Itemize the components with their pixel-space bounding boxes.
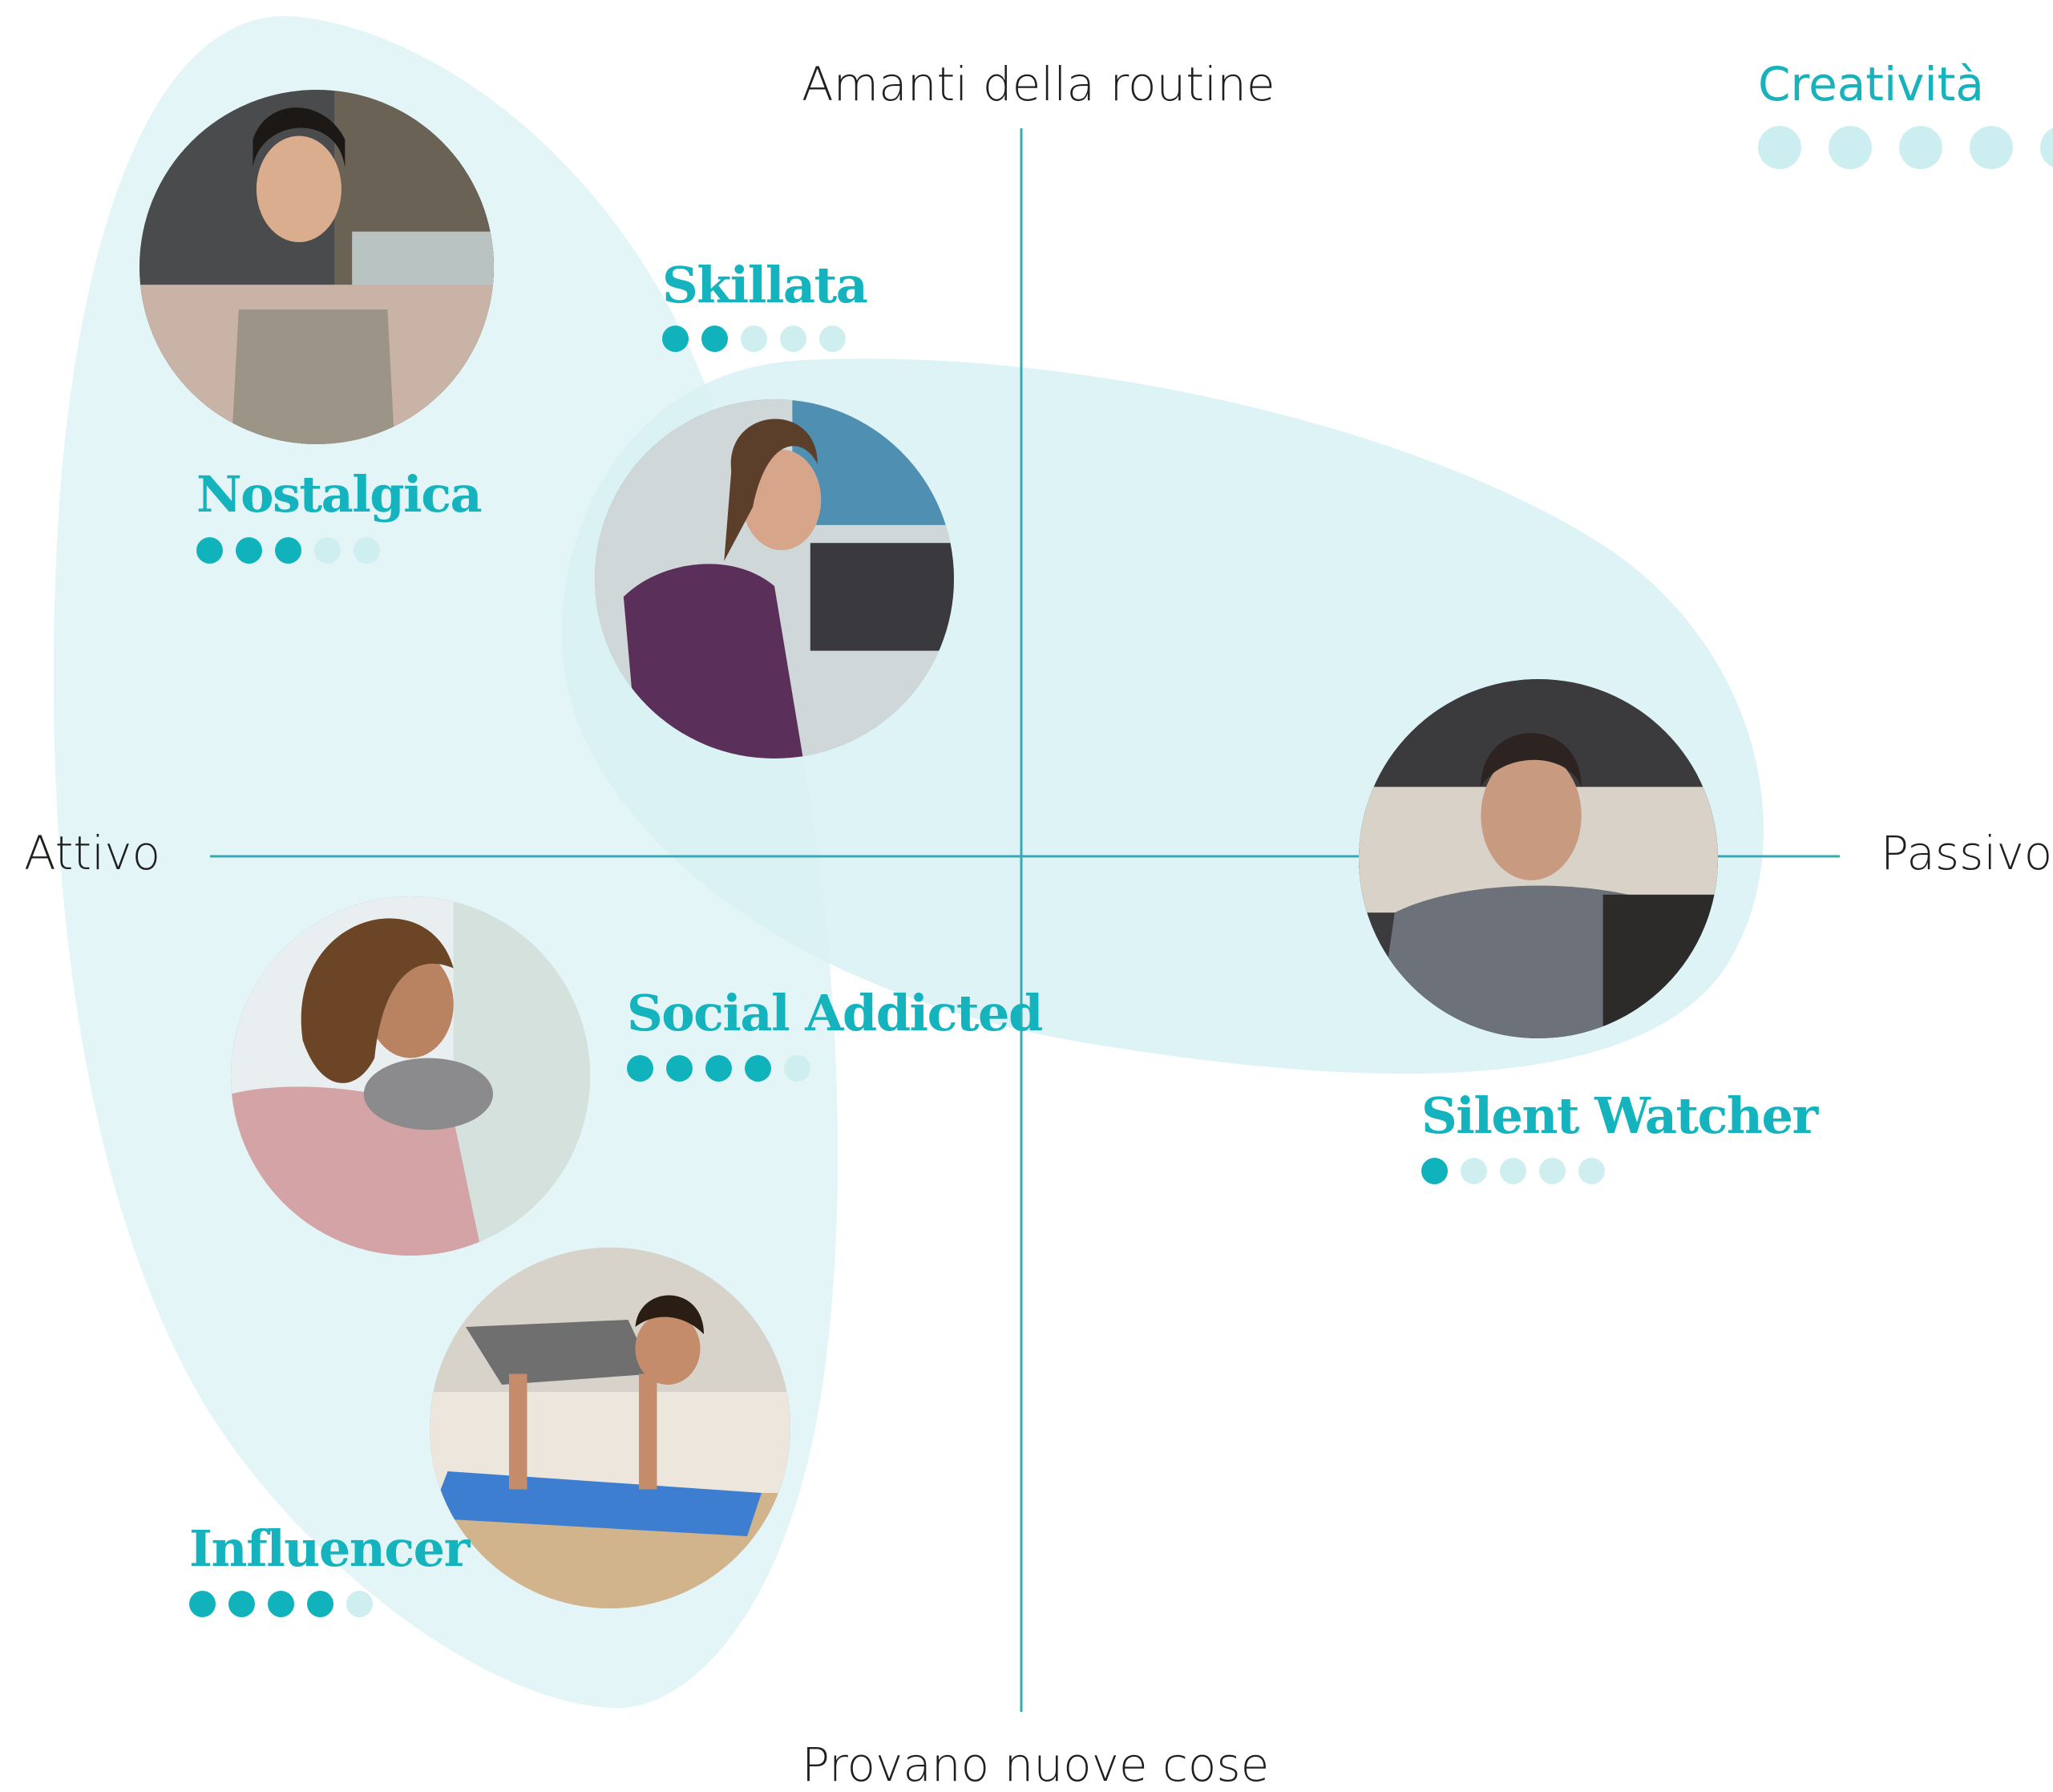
legend-title: Creatività (1758, 57, 1984, 111)
man-pushup-photo (430, 1248, 790, 1608)
rating-dot-empty (1539, 1158, 1566, 1184)
rating-dot-filled (307, 1591, 333, 1617)
rating-dot-filled (189, 1591, 216, 1617)
rating-dot-empty (1500, 1158, 1526, 1184)
creativity-rating-social-addicted (627, 1055, 810, 1082)
rating-dot-filled (268, 1591, 294, 1617)
rating-dot-empty (346, 1591, 373, 1617)
creativity-rating-skillata (662, 326, 846, 352)
legend-dot (1899, 126, 1942, 169)
persona-name-silent-watcher: Silent Watcher (1421, 1086, 1818, 1145)
persona-name-nostalgica: Nostalgica (196, 465, 483, 524)
rating-dot-filled (1421, 1158, 1448, 1184)
rating-dot-filled (745, 1055, 771, 1082)
man-in-bed-photo (1359, 679, 1718, 1038)
rating-dot-empty (819, 326, 846, 352)
legend-dot (1829, 126, 1872, 169)
rating-dot-filled (705, 1055, 732, 1082)
rating-dot-empty (780, 326, 806, 352)
woman-cooking-photo (139, 90, 494, 444)
persona-name-influencer: Influencer (189, 1519, 470, 1578)
rating-dot-filled (196, 537, 223, 564)
legend-scale (1758, 126, 2053, 169)
woman-laughing-photo (231, 896, 590, 1256)
legend-dot (2040, 126, 2053, 169)
creativity-rating-nostalgica (196, 537, 380, 564)
rating-dot-empty (784, 1055, 810, 1082)
legend-dot (1758, 126, 1801, 169)
legend-dot (1970, 126, 2013, 169)
rating-dot-empty (314, 537, 341, 564)
rating-dot-filled (228, 1591, 255, 1617)
axis-label-top: Amanti della routine (802, 57, 1275, 111)
rating-dot-empty (1578, 1158, 1605, 1184)
persona-name-skillata: Skillata (662, 256, 868, 314)
rating-dot-empty (1461, 1158, 1487, 1184)
rating-dot-filled (236, 537, 262, 564)
rating-dot-filled (627, 1055, 653, 1082)
creativity-rating-silent-watcher (1421, 1158, 1605, 1184)
axis-label-left: Attivo (24, 826, 161, 880)
rating-dot-empty (741, 326, 767, 352)
axis-label-right: Passivo (1881, 826, 2053, 880)
rating-dot-empty (354, 537, 380, 564)
persona-name-social-addicted: Social Addicted (627, 984, 1043, 1042)
rating-dot-filled (662, 326, 689, 352)
woman-laptop-photo (595, 399, 954, 758)
axis-label-bottom: Provano nuove cose (802, 1737, 1270, 1792)
rating-dot-filled (701, 326, 728, 352)
creativity-rating-influencer (189, 1591, 373, 1617)
rating-dot-filled (275, 537, 301, 564)
rating-dot-filled (666, 1055, 693, 1082)
